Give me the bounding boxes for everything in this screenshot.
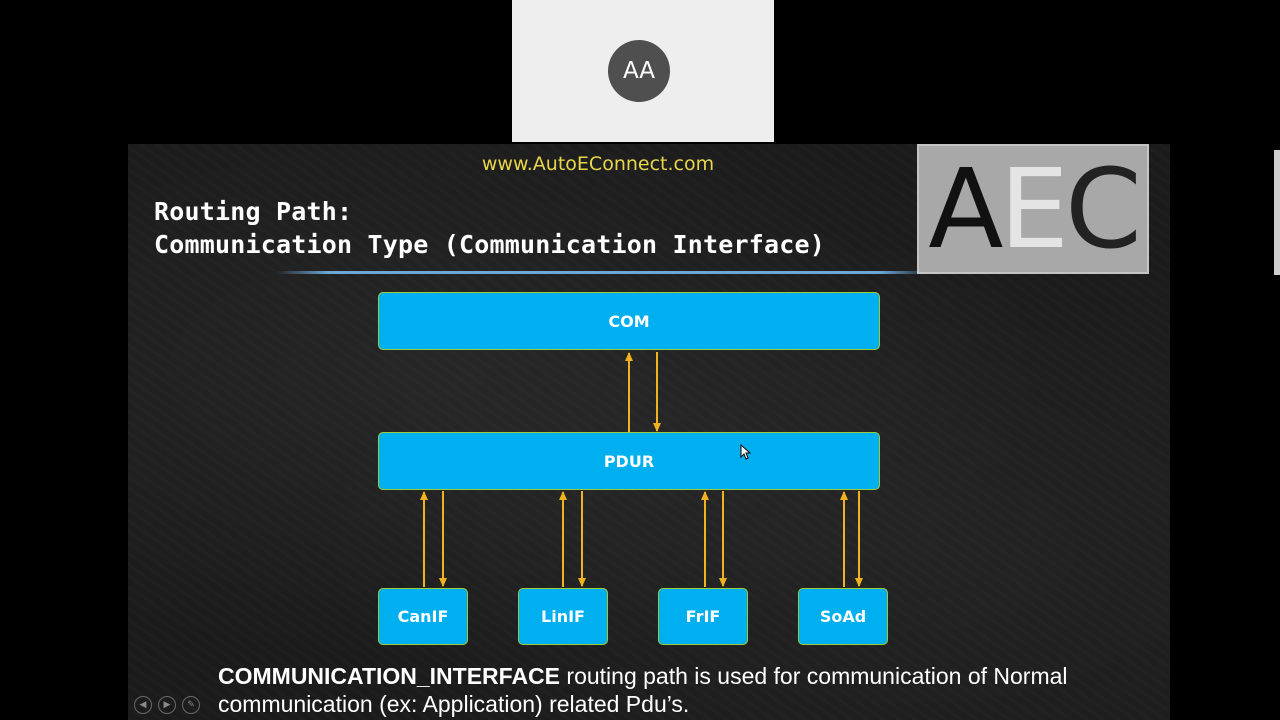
canif-module-box: CanIF: [378, 588, 468, 645]
pdur-module-box: PDUR: [378, 432, 880, 490]
avatar: AA: [608, 40, 670, 102]
next-slide-icon[interactable]: ▶: [158, 696, 176, 714]
previous-slide-icon[interactable]: ◀: [134, 696, 152, 714]
title-underline: [276, 271, 932, 274]
slide-subtitle: Communication Type (Communication Interf…: [154, 230, 826, 259]
slideshow-controls: ◀ ▶ ✎: [134, 696, 200, 714]
soad-module-box: SoAd: [798, 588, 888, 645]
footnote-text: routing path is used for communication o…: [218, 663, 1068, 717]
slide-footnote: COMMUNICATION_INTERFACE routing path is …: [218, 662, 1158, 718]
window-edge: [1274, 150, 1280, 275]
presentation-slide: www.AutoEConnect.com Routing Path: Commu…: [128, 144, 1170, 720]
logo-letter: C: [1064, 145, 1142, 273]
com-module-box: COM: [378, 292, 880, 350]
footnote-keyword: COMMUNICATION_INTERFACE: [218, 663, 561, 689]
mouse-pointer-icon: [740, 444, 752, 460]
logo-letter: E: [999, 145, 1068, 273]
slide-title: Routing Path:: [154, 197, 353, 226]
participant-video-tile: AA: [512, 0, 774, 142]
pen-icon[interactable]: ✎: [182, 696, 200, 714]
linif-module-box: LinIF: [518, 588, 608, 645]
site-url: www.AutoEConnect.com: [481, 153, 715, 175]
logo-letter: A: [928, 145, 1003, 273]
frif-module-box: FrIF: [658, 588, 748, 645]
